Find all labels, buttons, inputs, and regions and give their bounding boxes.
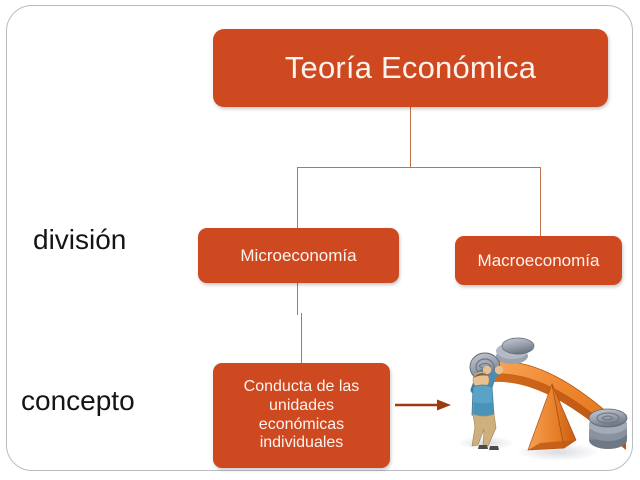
node-teoria-economica-label: Teoría Económica xyxy=(284,50,537,85)
connector-microeconomia-to-concept-upper xyxy=(297,283,298,315)
node-macroeconomia-label: Macroeconomía xyxy=(477,250,600,270)
connector-title-down xyxy=(410,107,411,168)
connector-microeconomia-to-concept-lower xyxy=(301,313,302,365)
node-conducta-unidades-economicas[interactable]: Conducta de las unidades económicas indi… xyxy=(213,363,390,468)
arrow-right-icon xyxy=(395,399,451,411)
connector-horizontal-bar xyxy=(297,167,541,168)
node-conducta-unidades-economicas-label: Conducta de las unidades económicas indi… xyxy=(243,377,360,452)
row-label-concepto: concepto xyxy=(21,385,135,416)
node-microeconomia[interactable]: Microeconomía xyxy=(198,228,399,283)
node-macroeconomia[interactable]: Macroeconomía xyxy=(455,236,622,285)
person-lifting-coins-on-seesaw-icon xyxy=(458,337,628,461)
node-microeconomia-label: Microeconomía xyxy=(240,245,357,265)
connector-down-to-macroeconomia xyxy=(540,167,541,237)
node-teoria-economica[interactable]: Teoría Económica xyxy=(213,29,608,107)
connector-down-to-microeconomia xyxy=(297,167,298,229)
row-label-division: división xyxy=(33,224,127,255)
